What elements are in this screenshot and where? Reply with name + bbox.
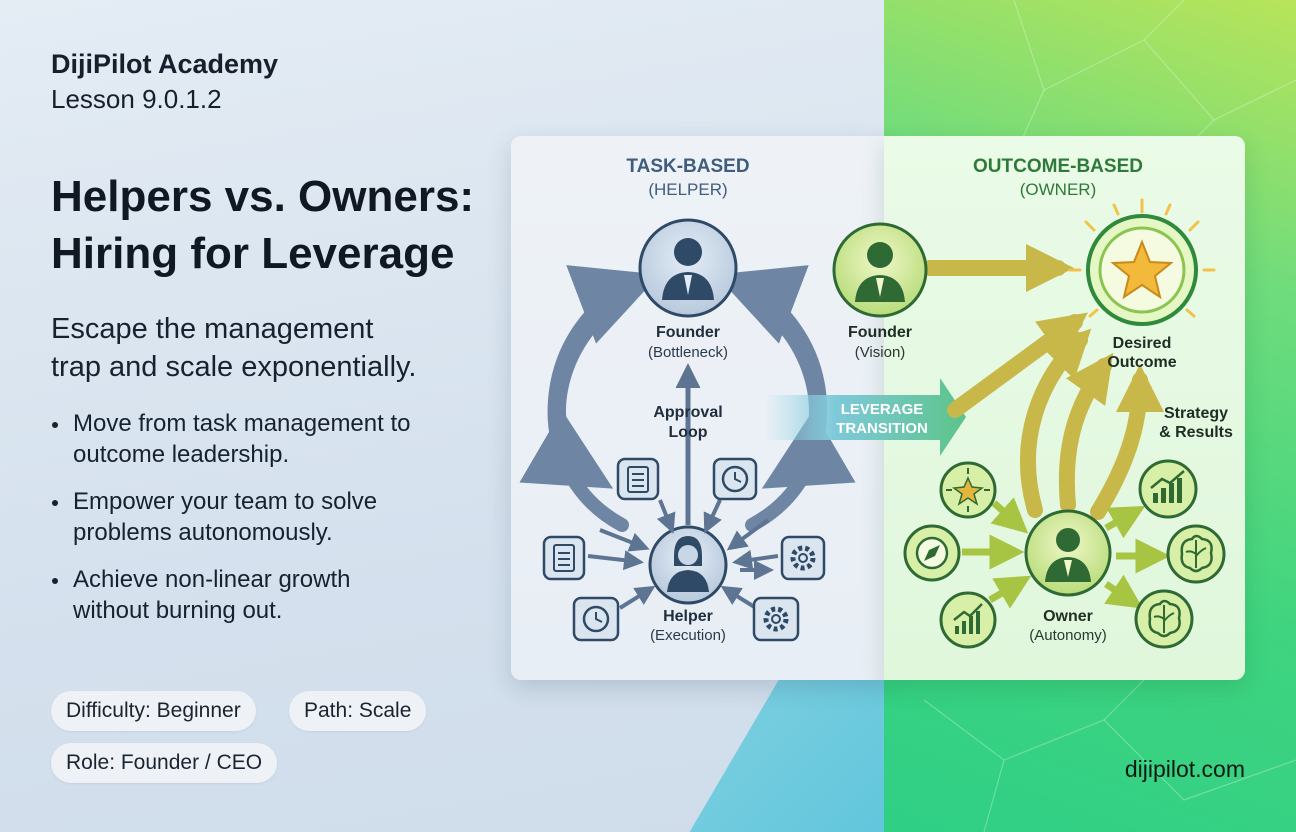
task-arrows bbox=[587, 499, 779, 610]
brain-icon bbox=[1166, 524, 1226, 584]
helper-sub: (Execution) bbox=[650, 627, 726, 644]
owner-sub: (Autonomy) bbox=[1029, 627, 1107, 644]
page-title: Helpers vs. Owners: Hiring for Leverage bbox=[51, 168, 531, 282]
helper-subheading: (HELPER) bbox=[648, 180, 727, 199]
founder-label-right: Founder bbox=[848, 324, 912, 341]
helper-label: Helper bbox=[663, 608, 713, 625]
star-target-icon bbox=[939, 461, 997, 519]
bullet-dot bbox=[52, 500, 58, 506]
clock-icon bbox=[572, 596, 620, 642]
owner-arrows bbox=[962, 497, 1171, 609]
academy-name: DijiPilot Academy bbox=[51, 49, 279, 79]
brain-icon bbox=[1134, 589, 1194, 649]
outcome-arrows bbox=[922, 244, 1164, 520]
path-tag: Path: Scale bbox=[289, 691, 427, 731]
desired-label: Desired bbox=[1113, 335, 1172, 352]
website-url: dijipilot.com bbox=[1124, 756, 1245, 782]
key-point-line: Empower your team to solve bbox=[73, 488, 378, 515]
helper-avatar bbox=[648, 525, 728, 605]
leverage-transition-arrow bbox=[764, 378, 966, 456]
transition-label-1: LEVERAGE bbox=[841, 401, 924, 418]
key-point-line: without burning out. bbox=[73, 597, 283, 624]
loop-label: Loop bbox=[668, 424, 707, 441]
founder-vision-avatar bbox=[832, 222, 928, 318]
outcome-label: Outcome bbox=[1107, 354, 1176, 371]
key-point-line: problems autonomously. bbox=[73, 519, 333, 546]
task-based-heading: TASK-BASED bbox=[626, 156, 749, 177]
lesson-number: Lesson 9.0.1.2 bbox=[51, 84, 222, 114]
transition-label-2: TRANSITION bbox=[836, 420, 928, 437]
bar-chart-icon bbox=[1138, 459, 1198, 519]
subtitle: Escape the management trap and scale exp… bbox=[51, 310, 521, 386]
key-point: Move from task management to outcome lea… bbox=[51, 408, 491, 470]
key-point-line: outcome leadership. bbox=[73, 441, 290, 468]
brand-header: DijiPilot Academy Lesson 9.0.1.2 bbox=[51, 49, 278, 115]
key-point-line: Achieve non-linear growth bbox=[73, 566, 351, 593]
founder-sub-right: (Vision) bbox=[855, 344, 906, 361]
key-point: Empower your team to solve problems auto… bbox=[51, 486, 491, 548]
founder-sub-left: (Bottleneck) bbox=[648, 344, 728, 361]
gear-icon bbox=[780, 535, 826, 581]
owner-subheading: (OWNER) bbox=[1020, 180, 1096, 199]
key-point-line: Move from task management to bbox=[73, 410, 411, 437]
key-point: Achieve non-linear growth without burnin… bbox=[51, 564, 491, 626]
strategy-label: Strategy bbox=[1164, 405, 1228, 422]
title-line-1: Helpers vs. Owners: bbox=[51, 172, 475, 221]
title-line-2: Hiring for Leverage bbox=[51, 229, 455, 278]
gear-icon bbox=[752, 596, 800, 642]
clipboard-icon bbox=[542, 535, 586, 581]
difficulty-tag: Difficulty: Beginner bbox=[51, 691, 256, 731]
owner-label: Owner bbox=[1043, 608, 1093, 625]
clock-icon bbox=[712, 457, 758, 501]
founder-bottleneck-avatar bbox=[638, 218, 738, 318]
owner-avatar bbox=[1024, 509, 1112, 597]
role-tag: Role: Founder / CEO bbox=[51, 743, 278, 783]
key-points-list: Move from task management to outcome lea… bbox=[51, 408, 491, 642]
bullet-dot bbox=[52, 578, 58, 584]
subtitle-line-1: Escape the management bbox=[51, 313, 374, 345]
outcome-based-heading: OUTCOME-BASED bbox=[973, 156, 1143, 177]
subtitle-line-2: trap and scale exponentially. bbox=[51, 351, 417, 383]
founder-label-left: Founder bbox=[656, 324, 720, 341]
compass-icon bbox=[903, 524, 961, 582]
results-label: & Results bbox=[1159, 424, 1233, 441]
approval-label: Approval bbox=[653, 404, 722, 421]
bullet-dot bbox=[52, 422, 58, 428]
desired-outcome-star-icon bbox=[1068, 198, 1216, 326]
growth-chart-icon bbox=[939, 591, 997, 649]
clipboard-icon bbox=[616, 457, 660, 501]
